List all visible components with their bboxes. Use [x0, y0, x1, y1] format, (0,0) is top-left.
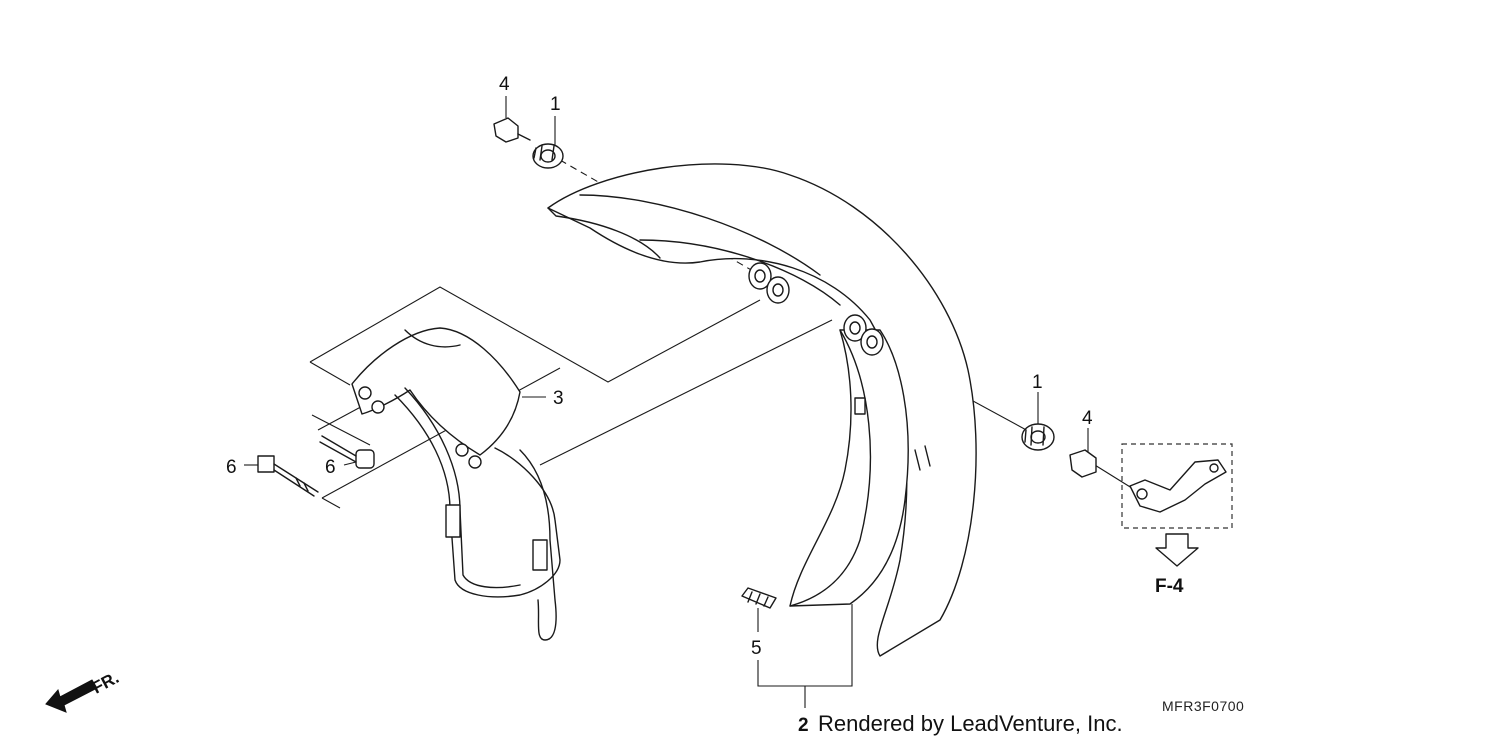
reference-bracket [1129, 459, 1227, 513]
callout-6-right: 6 [325, 457, 336, 478]
front-fender [547, 163, 977, 657]
callout-6-left: 6 [226, 457, 237, 478]
callout-5: 5 [751, 638, 762, 659]
grommet-1-top [532, 143, 564, 169]
front-direction-arrow-icon [45, 679, 98, 713]
grommet-1-right [1021, 423, 1055, 451]
fender-stay-bracket [351, 327, 561, 641]
bolt-6-right [319, 435, 375, 469]
clip-5 [741, 587, 777, 609]
diagram-code: MFR3F0700 [1162, 698, 1244, 714]
callout-4-top: 4 [499, 74, 510, 95]
callout-leaders [244, 96, 1089, 708]
reference-label: F-4 [1155, 576, 1184, 597]
bracket-reference-box [1121, 443, 1233, 529]
bolt-6-left [257, 455, 319, 497]
callout-4-right: 4 [1082, 408, 1093, 429]
right-alignment-line-2 [1089, 461, 1136, 491]
reference-arrow-icon [1155, 533, 1199, 567]
front-direction-label: FR. [89, 668, 122, 698]
callout-1-right: 1 [1032, 372, 1043, 393]
collar-4-right [1069, 449, 1097, 478]
callout-1-top: 1 [550, 94, 561, 115]
callout-3: 3 [553, 388, 564, 409]
collar-4-top [493, 117, 531, 143]
callout-2: 2 [798, 715, 809, 736]
credit-text: Rendered by LeadVenture, Inc. [818, 711, 1123, 736]
